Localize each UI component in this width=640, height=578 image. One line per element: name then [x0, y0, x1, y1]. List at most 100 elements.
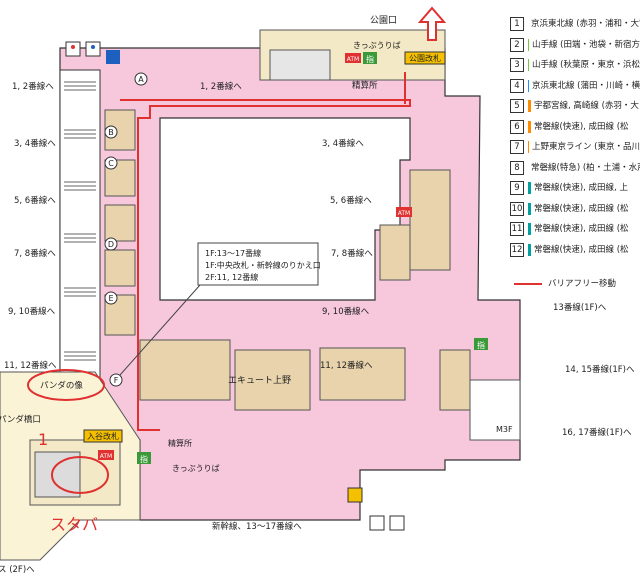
legend-line-number: 4 — [510, 78, 524, 93]
info-label-bottom: 指 — [140, 454, 148, 464]
platform-label-right-1-2: 1, 2番線へ — [200, 81, 242, 92]
marker-b: B — [108, 128, 114, 137]
legend-line-name: 常磐線(快速), 成田線 (松 — [534, 203, 629, 214]
platform-label-16-17: 16, 17番線(1F)へ — [562, 427, 632, 438]
shop-block — [439, 349, 471, 411]
legend-line-number: 11 — [510, 222, 524, 237]
legend-color-bar — [528, 59, 529, 72]
legend-line-name: 常磐線(特急) (柏・土浦・水戸 — [531, 162, 640, 173]
legend-line-number: 1 — [510, 17, 524, 32]
shop-block — [379, 224, 411, 281]
legend-item: 12 常磐線(快速), 成田線 (松 — [510, 240, 640, 261]
atm-sign — [345, 53, 361, 63]
info-label-top: 指 — [366, 54, 374, 64]
park-gate-label: 公園改札 — [409, 53, 441, 63]
annotation-starbucks: スタバ — [50, 515, 98, 534]
marker-c: C — [108, 159, 114, 168]
exit-arrow-icon — [417, 6, 447, 41]
restroom-male-icon — [369, 515, 385, 531]
platform-label-left-1-2: 1, 2番線へ — [12, 81, 54, 92]
bottom-cut-label: ス (2F)へ — [0, 565, 35, 575]
marker-f: F — [114, 376, 119, 385]
legend-line-name: 山手線 (秋葉原・東京・浜松 — [531, 60, 640, 71]
shop-block — [409, 169, 451, 271]
legend-line-name: 京浜東北線 (赤羽・浦和・大宮 — [531, 19, 640, 30]
legend-line-number: 6 — [510, 119, 524, 134]
iriya-gate-sign — [83, 429, 123, 443]
platform-label-right-7-8: 7, 8番線へ — [331, 248, 373, 259]
marker-e: E — [108, 294, 113, 303]
legend-barrier-free: バリアフリー移動 — [510, 274, 640, 295]
info-sign — [474, 338, 488, 350]
platform-label-left-7-8: 7, 8番線へ — [14, 248, 56, 259]
ticket-office-label-top: きっぷうりば — [353, 41, 401, 50]
callout-box — [197, 242, 319, 286]
shop-block — [104, 249, 136, 287]
annotation-ellipse — [51, 456, 109, 494]
legend-item: 4 京浜東北線 (蒲田・川崎・横 — [510, 76, 640, 97]
legend-color-bar — [528, 223, 531, 236]
ticket-office-block — [269, 49, 331, 81]
legend-line-number: 12 — [510, 242, 524, 257]
callout-line-2: 1F:中央改札・新幹線のりかえ口 — [205, 260, 321, 270]
legend-line-number: 9 — [510, 181, 524, 196]
legend-line-name: 上野東京ライン (東京・品川 — [531, 142, 640, 153]
platform-label-13: 13番線(1F)へ — [553, 302, 607, 313]
atm-label-top: ATM — [347, 56, 359, 63]
restroom-female-icon — [389, 515, 405, 531]
shop-block — [104, 159, 136, 197]
platform-label-right-5-6: 5, 6番線へ — [330, 195, 372, 206]
callout-line-3: 2F:11, 12番線 — [205, 272, 258, 282]
grey-room — [34, 451, 81, 498]
legend-color-bar — [528, 202, 531, 215]
wheelchair-icon — [347, 487, 363, 503]
platform-label-14-15: 14, 15番線(1F)へ — [565, 364, 635, 375]
info-sign — [137, 452, 151, 464]
legend-line-number: 8 — [510, 160, 524, 175]
shop-block — [104, 204, 136, 242]
legend-item: 6 常磐線(快速), 成田線 (松 — [510, 117, 640, 138]
m3f-label: M3F — [496, 425, 513, 434]
legend-item: 1 京浜東北線 (赤羽・浦和・大宮 — [510, 14, 640, 35]
legend-line-name: 常磐線(快速), 成田線 (松 — [534, 121, 629, 132]
left-stair-column — [59, 69, 101, 381]
annotation-ellipse — [27, 369, 105, 401]
platform-label-left-3-4: 3, 4番線へ — [14, 138, 56, 149]
legend-line-name: 常磐線(快速), 成田線 (松 — [534, 244, 629, 255]
panda-bridge-label: パンダ橋口 — [0, 414, 41, 425]
legend-color-bar — [528, 141, 529, 154]
platform-label-right-3-4: 3, 4番線へ — [322, 138, 364, 149]
platform-label-left-11-12: 11, 12番線へ — [4, 360, 57, 371]
legend-line-number: 2 — [510, 37, 524, 52]
barrier-free-line-icon — [514, 283, 542, 286]
stair-glyphs — [64, 81, 96, 361]
marker-group — [104, 72, 148, 387]
atm-sign — [396, 207, 412, 217]
annotation-number: 1 — [38, 430, 48, 449]
barrier-free-label: バリアフリー移動 — [548, 279, 617, 290]
platform-label-left-9-10: 9, 10番線へ — [8, 306, 56, 317]
platform-label-right-9-10: 9, 10番線へ — [322, 306, 370, 317]
atm-label-right: ATM — [398, 210, 410, 217]
panda-statue-label: パンダの像 — [40, 380, 83, 391]
callout-leader — [119, 284, 201, 376]
fare-adjust-label-top: 精算所 — [352, 80, 378, 91]
park-exit-label: 公園口 — [370, 15, 397, 26]
shop-block — [139, 339, 231, 401]
barrier-free-route — [120, 99, 411, 431]
legend-line-number: 3 — [510, 58, 524, 73]
legend-line-number: 10 — [510, 201, 524, 216]
legend-line-name: 山手線 (田端・池袋・新宿方 — [531, 39, 640, 50]
callout-line-1: 1F:13〜17番線 — [205, 248, 261, 258]
legend-line-name: 京浜東北線 (蒲田・川崎・横 — [531, 80, 640, 91]
info-label-right: 指 — [477, 340, 485, 350]
ecute-block — [234, 349, 311, 411]
legend-line-name: 宇都宮線, 高崎線 (赤羽・大 — [534, 101, 639, 112]
line-legend: 1 京浜東北線 (赤羽・浦和・大宮 2 山手線 (田端・池袋・新宿方 3 山手線 (秋葉原… — [510, 14, 640, 295]
fare-adjust-label-bottom: 精算所 — [168, 438, 192, 448]
